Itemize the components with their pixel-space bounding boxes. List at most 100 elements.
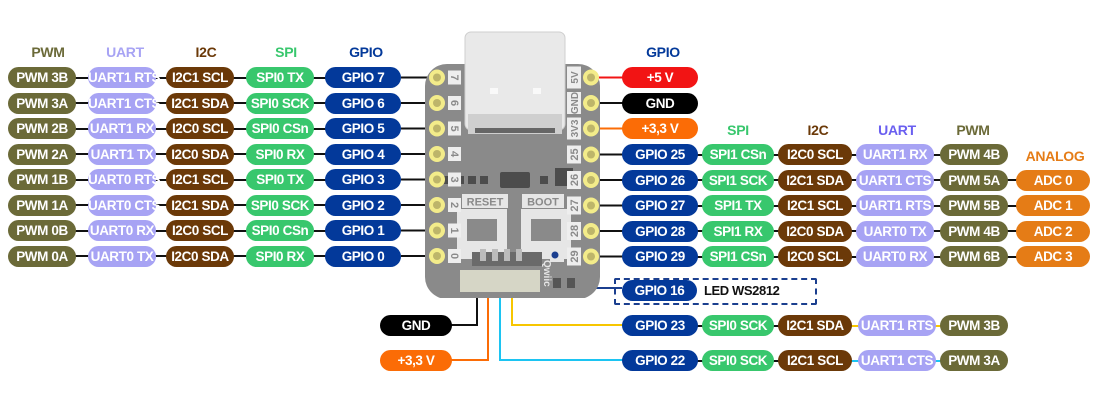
pin-number-label xyxy=(448,121,461,136)
connector-line xyxy=(770,153,782,156)
uart-pill: UART1 CTS xyxy=(88,92,161,114)
connector-line xyxy=(770,179,782,181)
connector-line xyxy=(70,76,94,79)
connector-line xyxy=(308,178,331,181)
pwm-pill: PWM 1A xyxy=(8,194,76,216)
i2c-pill: I2C1 SDA xyxy=(778,315,852,336)
pin-number: 6 xyxy=(448,100,460,106)
right-pin-wires xyxy=(597,76,624,258)
pin-number-label xyxy=(567,145,581,164)
spi-pill: SPI0 SCK xyxy=(702,315,774,336)
connector-line xyxy=(930,153,944,156)
connector-line xyxy=(150,127,172,130)
pin-number-label xyxy=(448,70,461,85)
spi-pill: SPI0 TX xyxy=(246,67,314,88)
uart-pill: UART0 TX xyxy=(856,220,934,242)
uart-pill: UART1 RTS xyxy=(858,315,936,336)
connector-line xyxy=(930,204,944,207)
connector-line xyxy=(70,127,94,130)
gpio-pill: GPIO 2 xyxy=(325,194,401,216)
spi-pill: SPI1 SCK xyxy=(702,169,774,191)
pin-number: 26 xyxy=(569,174,581,186)
uart-pill: UART0 TX xyxy=(88,245,156,267)
adc-pill: ADC 2 xyxy=(1016,220,1090,242)
pin-number: 1 xyxy=(448,227,460,233)
pin-number-label xyxy=(448,249,461,263)
pwm-pill: PWM 6B xyxy=(940,246,1008,267)
pwm-pill: PWM 0A xyxy=(8,245,76,267)
i2c-pill: I2C1 SCL xyxy=(778,195,852,216)
spi-pill: SPI1 TX xyxy=(702,195,774,216)
qwiic-gnd-pill: GND xyxy=(380,315,452,336)
gpio-pill: GPIO 27 xyxy=(622,195,698,216)
header-analog: ANALOG xyxy=(1025,148,1085,164)
pwm-pill: PWM 3B xyxy=(940,315,1008,336)
connector-line xyxy=(694,324,706,327)
pwm-pill: PWM 3A xyxy=(940,350,1008,371)
connector-line xyxy=(932,359,946,362)
connector-line xyxy=(308,153,331,155)
pin-number-label xyxy=(567,171,581,189)
qwiic-sda-wire xyxy=(511,288,630,326)
reset-label-bg xyxy=(462,194,508,208)
gpio-pill: GPIO 26 xyxy=(622,169,698,191)
pin-name-label xyxy=(567,92,581,114)
pin-number: 5 xyxy=(448,125,460,131)
connector-line xyxy=(930,179,944,181)
pin-number-label xyxy=(448,147,461,161)
gpio-pill: GPIO 6 xyxy=(325,92,401,114)
power-5v-pill: +5 V xyxy=(622,67,698,88)
connector-line xyxy=(228,204,252,206)
pwm-pill: PWM 2A xyxy=(8,143,76,165)
i2c-pill: I2C1 SDA xyxy=(778,169,852,191)
connector-line xyxy=(694,179,706,181)
pwm-pill: PWM 1B xyxy=(8,169,76,190)
spi-pill: SPI1 CSn xyxy=(702,246,774,267)
pin-number: 27 xyxy=(569,199,581,211)
connector-line xyxy=(228,255,252,257)
connector-line xyxy=(930,255,944,258)
pin-number: 25 xyxy=(569,148,581,160)
i2c-pill: I2C1 SCL xyxy=(166,67,234,88)
spi-pill: SPI0 SCK xyxy=(246,194,314,216)
boot-button[interactable] xyxy=(521,209,571,259)
boot-label: BOOT xyxy=(527,197,559,209)
connector-line xyxy=(848,230,860,232)
connector-line xyxy=(308,255,331,257)
pwm-pill: PWM 4B xyxy=(940,220,1008,242)
pin-name: 3V3 xyxy=(570,119,581,137)
pwm-pill: PWM 3A xyxy=(8,92,76,114)
connector-line xyxy=(150,204,172,206)
gpio-pill: GPIO 7 xyxy=(325,67,401,88)
connector-line xyxy=(770,230,782,232)
adc-pill: ADC 3 xyxy=(1016,246,1090,267)
i2c-pill: I2C0 SCL xyxy=(778,246,852,267)
header-spi-right: SPI xyxy=(727,122,749,138)
gpio-pill: GPIO 0 xyxy=(325,245,401,267)
connector-line xyxy=(770,324,782,327)
pwm-pill: PWM 3B xyxy=(8,67,76,88)
connector-line xyxy=(70,178,94,181)
uart-pill: UART1 RX xyxy=(856,144,934,165)
pin-number: 29 xyxy=(569,250,581,262)
spi-pill: SPI0 RX xyxy=(246,245,314,267)
pin-number-label xyxy=(567,196,581,215)
gpio16-pill: GPIO 16 xyxy=(622,280,697,301)
i2c-pill: I2C0 SCL xyxy=(166,118,234,139)
qwiic-3v3-wire xyxy=(448,288,489,361)
header-pwm-left: PWM xyxy=(31,44,65,60)
pin-number-label xyxy=(567,222,581,240)
uart-pill: UART1 RX xyxy=(88,118,156,139)
connector-line xyxy=(1006,230,1018,232)
connector-line xyxy=(770,359,782,362)
pwm-pill: PWM 5B xyxy=(940,195,1008,216)
connector-line xyxy=(848,359,862,362)
i2c-pill: I2C0 SCL xyxy=(166,220,234,241)
header-gpio-left: GPIO xyxy=(349,44,383,60)
left-pin-wires xyxy=(401,76,436,257)
pin-number-label xyxy=(448,96,461,110)
power-3v3-pill: +3,3 V xyxy=(622,118,698,139)
connector-line xyxy=(150,102,172,104)
connector-line xyxy=(228,153,252,155)
pin-name-label xyxy=(567,66,581,89)
